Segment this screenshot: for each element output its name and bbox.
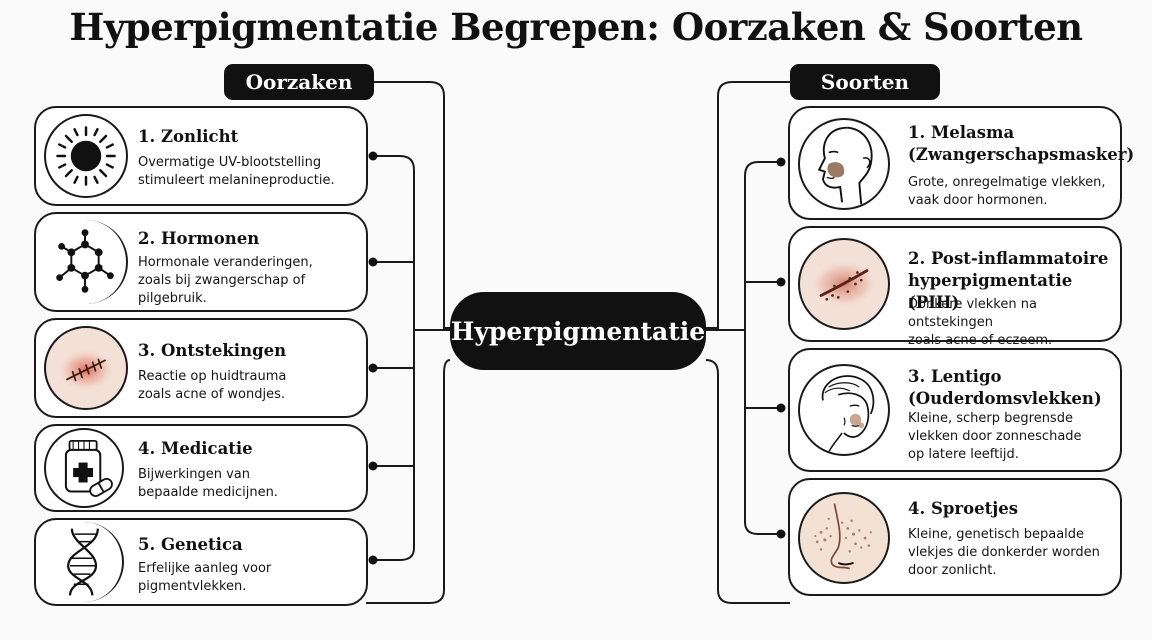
type-desc-line: vaak door hormonen. [908, 193, 1048, 208]
type-card-pih: 2. Post-inflammatoire hyperpigmentatie (… [788, 226, 1122, 348]
cause-desc-line: pilgebruik. [138, 291, 207, 306]
type-desc-line: zoals acne of eczeem. [908, 333, 1053, 348]
inflamed-skin-icon [44, 326, 128, 410]
type-card-freckles: 4. Sproetjes Kleine, genetisch bepaalde … [788, 478, 1122, 596]
dna-icon [44, 522, 124, 602]
type-title: 2. Post-inflammatoire hyperpigmentatie (… [908, 248, 1120, 314]
type-desc: Donkere vlekken na ontstekingen zoals ac… [908, 296, 1120, 350]
type-title: 3. Lentigo (Ouderdomsvlekken) [908, 366, 1102, 410]
type-desc-line: op latere leeftijd. [908, 447, 1019, 462]
cause-desc-line: Overmatige UV-blootstelling [138, 155, 322, 170]
cause-desc-line: Hormonale veranderingen, [138, 255, 313, 270]
cause-desc: Bijwerkingen van bepaalde medicijnen. [138, 466, 278, 502]
type-desc: Kleine, scherp begrensde vlekken door zo… [908, 410, 1082, 464]
cause-card-inflammation: 3. Ontstekingen Reactie op huidtrauma zo… [34, 318, 368, 418]
cause-desc: Reactie op huidtrauma zoals acne of wond… [138, 368, 286, 404]
freckled-nose-icon [798, 492, 890, 584]
cause-title: 2. Hormonen [138, 229, 260, 248]
causes-header: Oorzaken [224, 64, 374, 100]
type-title: 1. Melasma (Zwangerschapsmasker) [908, 122, 1134, 166]
cause-card-hormones: 2. Hormonen Hormonale veranderingen, zoa… [34, 212, 368, 312]
cause-desc-line: bepaalde medicijnen. [138, 485, 278, 500]
type-desc-line: vlekken door zonneschade [908, 429, 1082, 444]
cause-title: 3. Ontstekingen [138, 341, 287, 360]
cause-desc: Overmatige UV-blootstelling stimuleert m… [138, 154, 335, 190]
type-desc-line: vlekjes die donkerder worden [908, 545, 1100, 560]
pih-skin-icon [798, 238, 890, 330]
cause-desc-line: Reactie op huidtrauma [138, 369, 287, 384]
cause-card-medication: 4. Medicatie Bijwerkingen van bepaalde m… [34, 424, 368, 512]
sun-icon [44, 114, 128, 198]
page-title: Hyperpigmentatie Begrepen: Oorzaken & So… [69, 5, 1083, 49]
type-desc-line: Kleine, scherp begrensde [908, 411, 1073, 426]
type-title-line: hyperpigmentatie (PIH) [908, 271, 1073, 312]
molecule-icon [44, 220, 128, 304]
medicine-bottle-icon [44, 428, 124, 508]
cause-desc-line: pigmentvlekken. [138, 579, 247, 594]
cause-title: 5. Genetica [138, 535, 243, 554]
cause-desc-line: Bijwerkingen van [138, 467, 251, 482]
type-title-line: (Zwangerschapsmasker) [908, 145, 1135, 164]
type-title-line: 4. Sproetjes [908, 499, 1018, 518]
type-card-melasma: 1. Melasma (Zwangerschapsmasker) Grote, … [788, 106, 1134, 220]
cause-desc-line: zoals acne of wondjes. [138, 387, 285, 402]
type-title-line: 2. Post-inflammatoire [908, 249, 1109, 268]
cause-title: 1. Zonlicht [138, 127, 239, 146]
type-title-line: (Ouderdomsvlekken) [908, 389, 1102, 408]
cause-desc-line: zoals bij zwangerschap of [138, 273, 306, 288]
cause-card-sunlight: 1. Zonlicht Overmatige UV-blootstelling … [34, 106, 368, 206]
cause-card-genetics: 5. Genetica Erfelijke aanleg voor pigmen… [34, 518, 368, 606]
cause-desc-line: Erfelijke aanleg voor [138, 561, 272, 576]
cause-desc: Hormonale veranderingen, zoals bij zwang… [138, 254, 313, 308]
types-header: Soorten [790, 64, 940, 100]
elderly-face-icon [798, 364, 890, 456]
type-title-line: 3. Lentigo [908, 367, 1002, 386]
central-node-label: Hyperpigmentatie [450, 316, 706, 346]
cause-desc: Erfelijke aanleg voor pigmentvlekken. [138, 560, 271, 596]
type-card-lentigo: 3. Lentigo (Ouderdomsvlekken) Kleine, sc… [788, 348, 1122, 472]
type-desc-line: door zonlicht. [908, 563, 997, 578]
type-title-line: 1. Melasma [908, 123, 1015, 142]
type-title: 4. Sproetjes [908, 498, 1018, 520]
type-desc: Grote, onregelmatige vlekken, vaak door … [908, 174, 1106, 210]
central-node: Hyperpigmentatie [450, 292, 706, 370]
types-header-label: Soorten [820, 70, 910, 94]
type-desc: Kleine, genetisch bepaalde vlekjes die d… [908, 526, 1100, 580]
type-desc-line: Grote, onregelmatige vlekken, [908, 175, 1106, 190]
type-desc-line: Kleine, genetisch bepaalde [908, 527, 1085, 542]
causes-header-label: Oorzaken [245, 70, 353, 94]
cause-title: 4. Medicatie [138, 439, 253, 458]
type-desc-line: Donkere vlekken na ontstekingen [908, 297, 1037, 330]
cause-desc-line: stimuleert melanineproductie. [138, 173, 335, 188]
face-melasma-icon [798, 118, 890, 210]
